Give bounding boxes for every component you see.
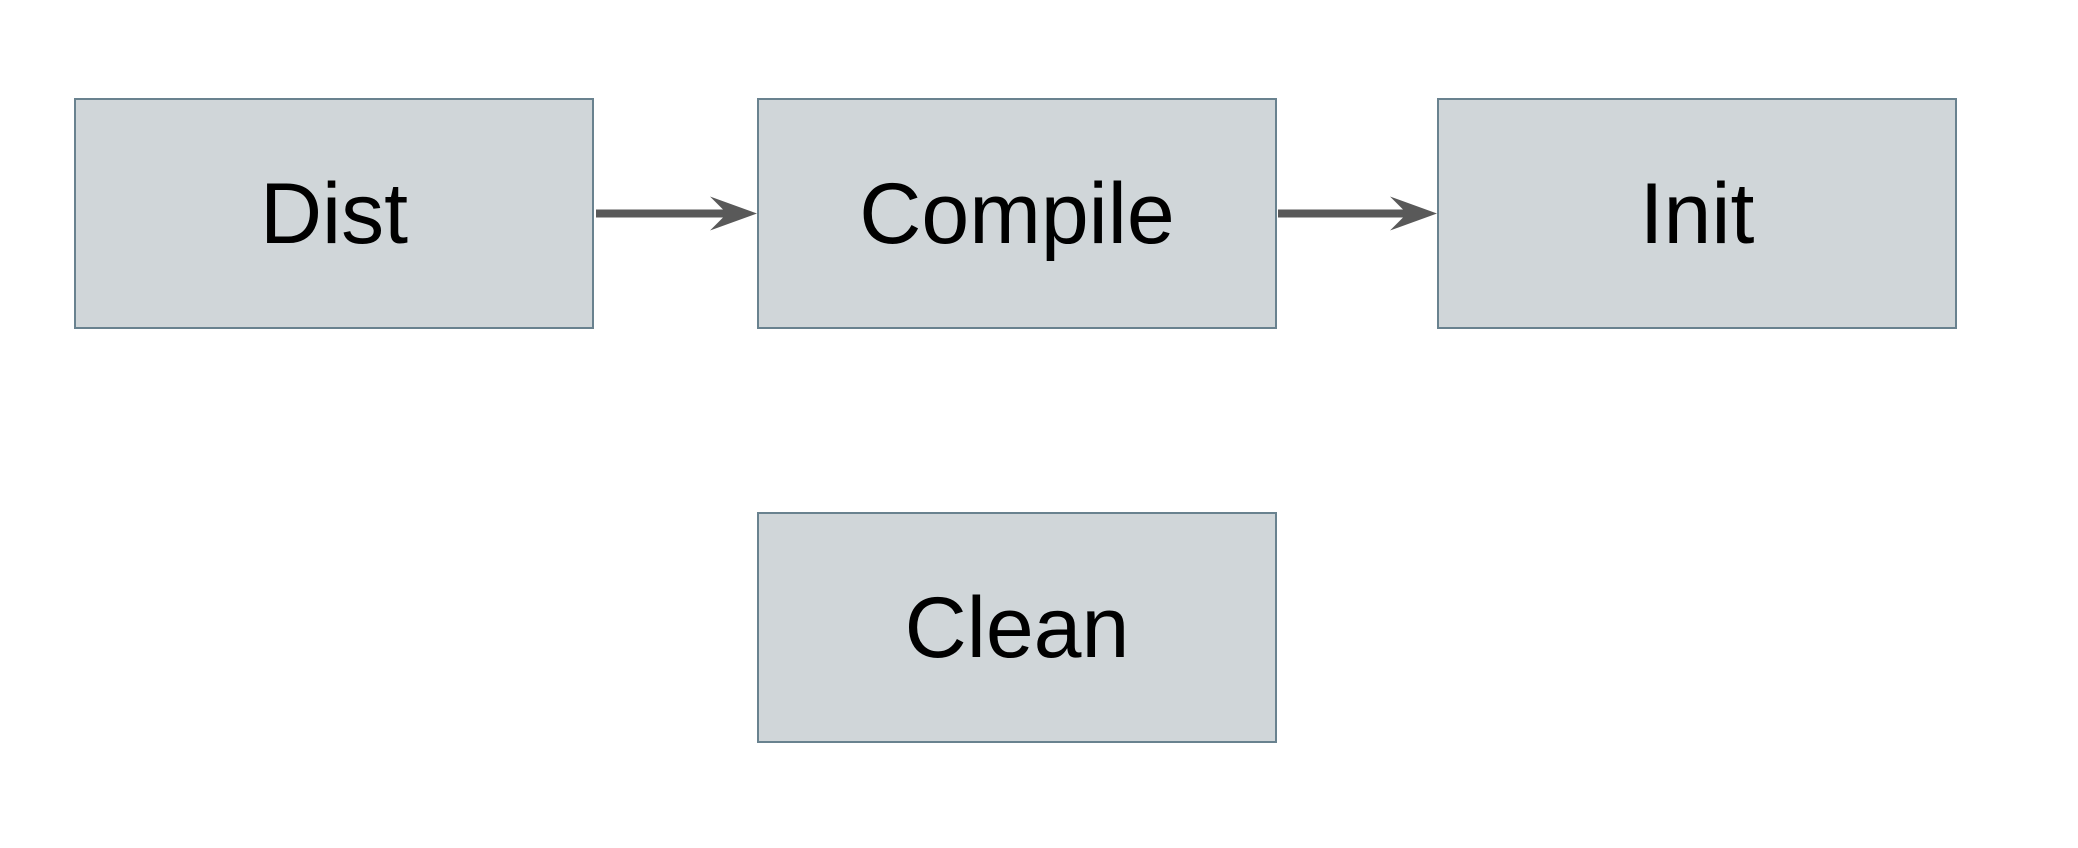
node-clean-label: Clean xyxy=(904,579,1130,676)
node-dist: Dist xyxy=(74,98,594,329)
node-compile: Compile xyxy=(757,98,1277,329)
arrow-dist-to-compile xyxy=(596,196,757,231)
node-clean: Clean xyxy=(757,512,1277,743)
arrow-head-icon xyxy=(1390,196,1437,231)
node-compile-label: Compile xyxy=(859,165,1175,262)
node-dist-label: Dist xyxy=(259,165,409,262)
node-init-label: Init xyxy=(1639,165,1755,262)
arrow-head-icon xyxy=(710,196,757,231)
node-init: Init xyxy=(1437,98,1957,329)
arrow-compile-to-init xyxy=(1278,196,1437,231)
